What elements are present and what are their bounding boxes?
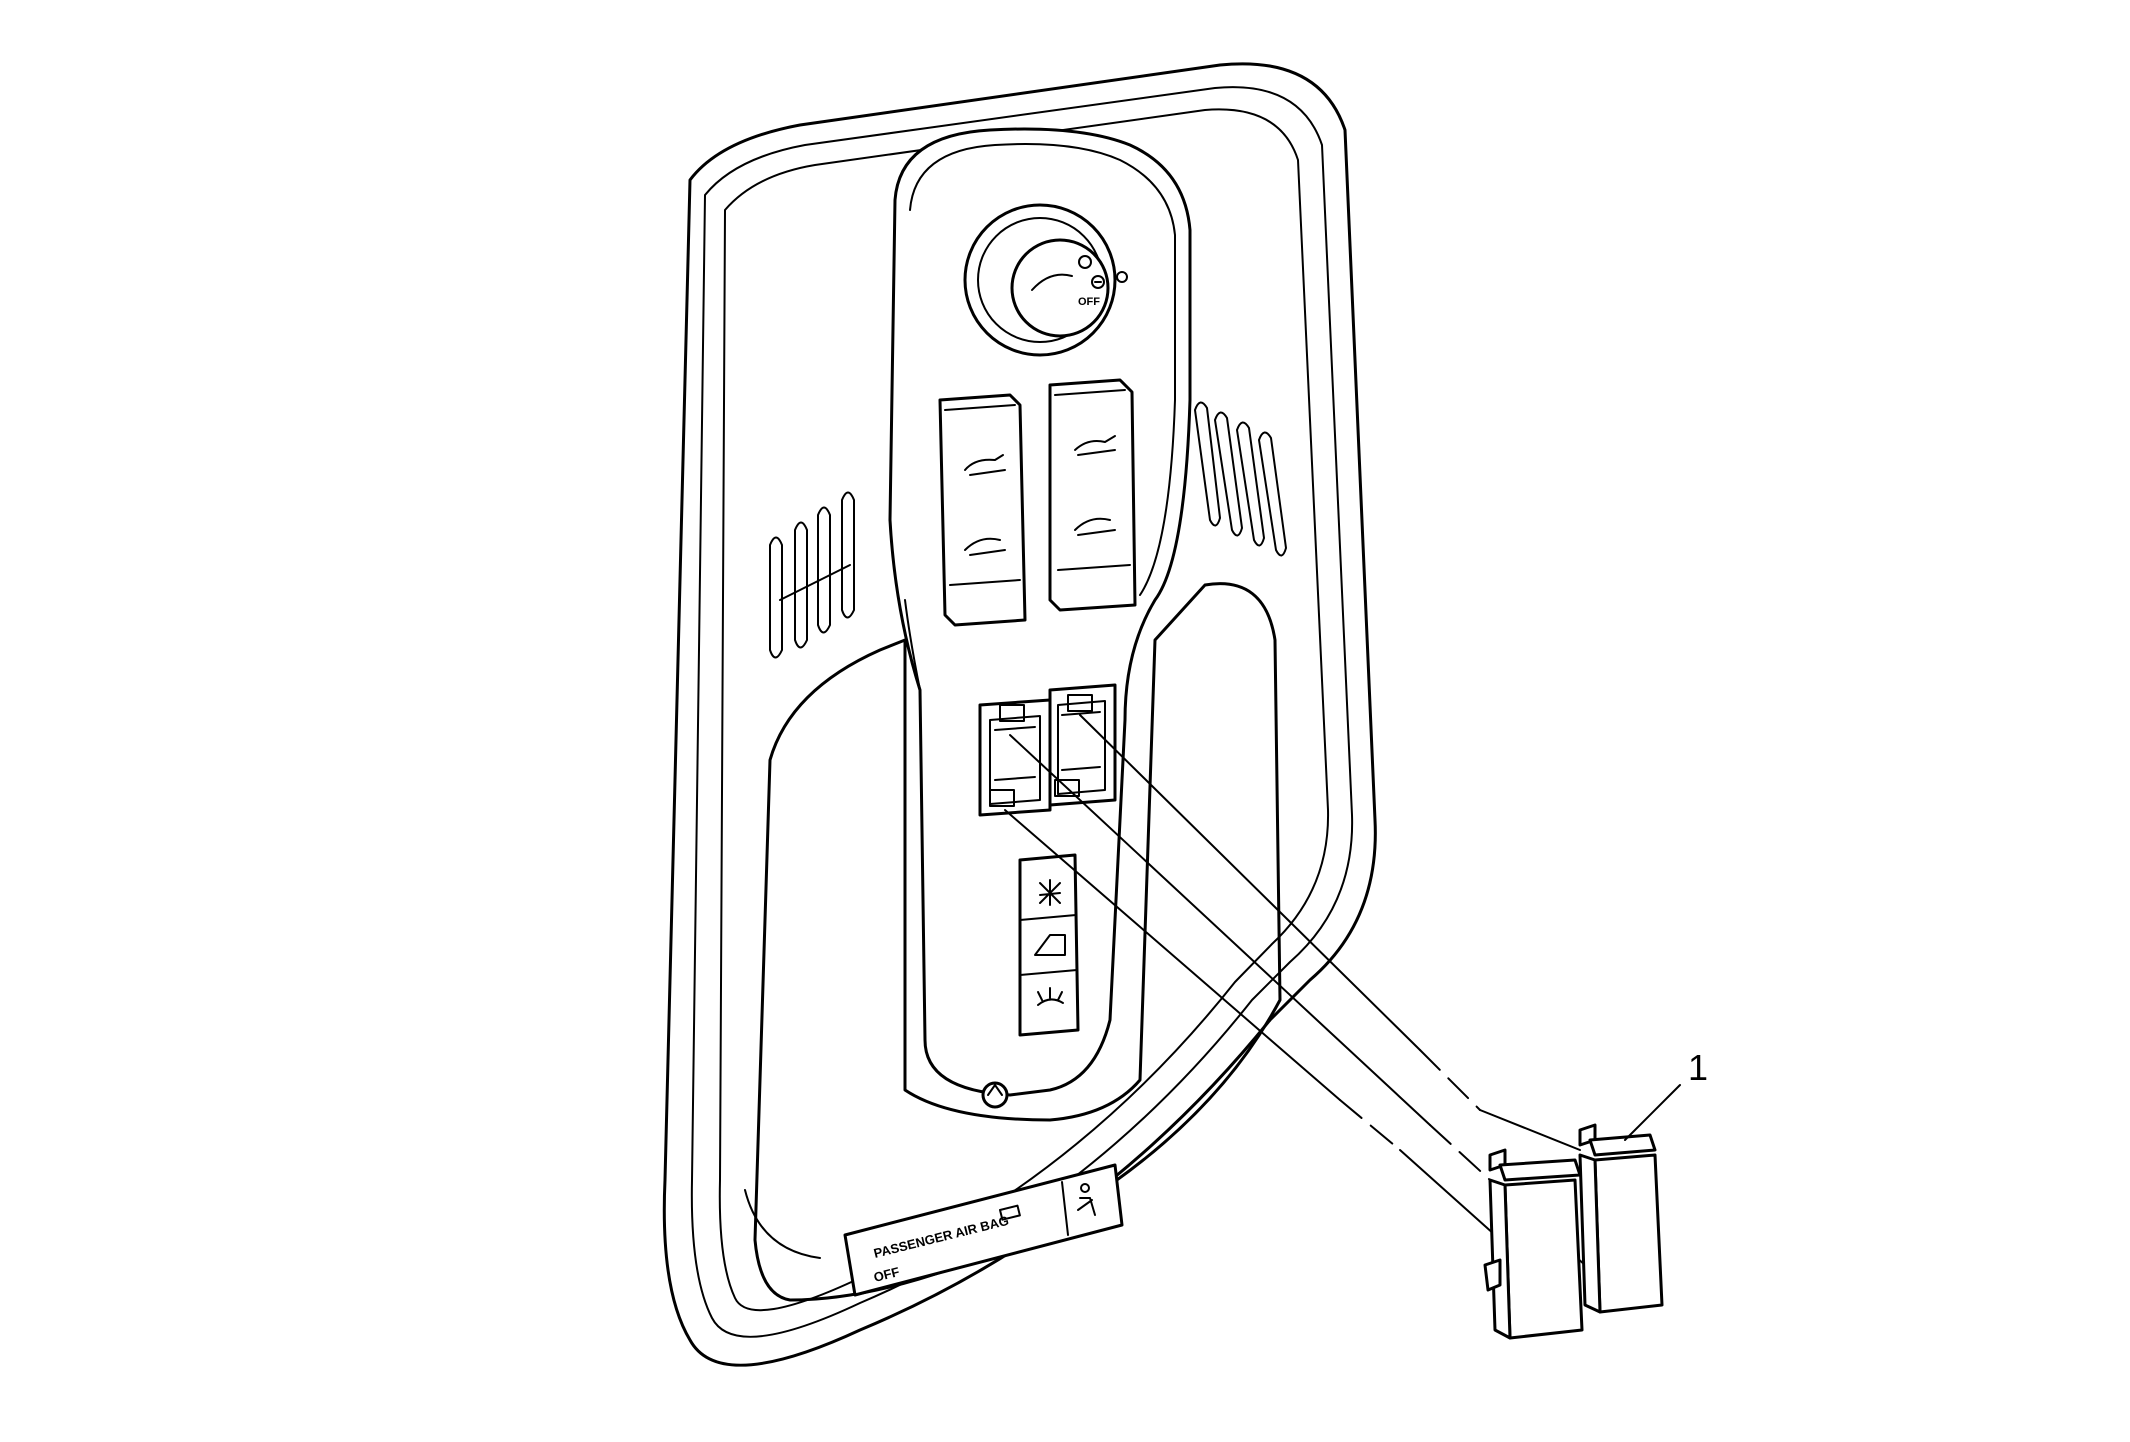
seatbelt-airbag-icon	[1077, 1183, 1096, 1216]
callout-1: 1	[1624, 1047, 1708, 1141]
lamp-switch-stack	[1018, 853, 1080, 1037]
console-latch	[981, 1081, 1009, 1109]
sunroof-knob-off-label: OFF	[1078, 296, 1100, 308]
left-vent	[769, 491, 855, 659]
removal-leader-lines	[1004, 714, 1586, 1266]
overhead-console	[888, 127, 1192, 1097]
sunroof-knob-icon	[1031, 255, 1105, 291]
sunroof-knob: OFF	[963, 203, 1128, 357]
switch-openings	[978, 683, 1117, 817]
headliner-trim-panel	[662, 62, 1377, 1367]
vehicle-roof-icon	[964, 454, 1006, 556]
airbag-label-line2: OFF	[872, 1264, 901, 1285]
rocker-switch-right	[1048, 378, 1137, 612]
right-vent	[1194, 401, 1287, 557]
rocker-switch-left	[938, 393, 1027, 627]
airbag-indicator-plate: PASSENGER AIR BAG OFF	[843, 1163, 1124, 1297]
removed-switch-assembly	[1483, 1123, 1664, 1340]
map-lamp-icon	[1037, 987, 1064, 1006]
callout-1-number: 1	[1688, 1047, 1708, 1088]
dome-lamp-icon	[1039, 879, 1061, 906]
